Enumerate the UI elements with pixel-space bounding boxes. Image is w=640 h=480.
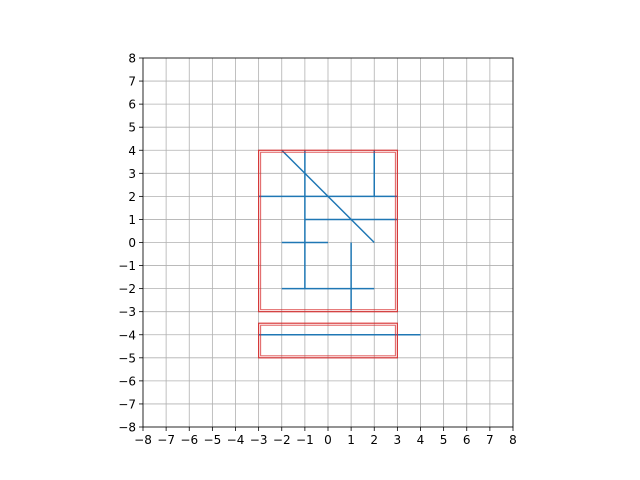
x-tick-label: 3 (394, 433, 402, 447)
rectangle-1-inner (260, 151, 396, 311)
y-tick-label: 4 (128, 144, 136, 158)
x-tick-label: −1 (296, 433, 314, 447)
x-tick-label: −8 (134, 433, 152, 447)
data-segments (258, 149, 421, 336)
x-tick-label: 5 (440, 433, 448, 447)
x-tick-label: −2 (273, 433, 291, 447)
x-tick-label: 7 (486, 433, 494, 447)
y-tick-label: 7 (128, 75, 136, 89)
y-tick-label: 1 (128, 213, 136, 227)
y-tick-label: −4 (118, 328, 136, 342)
y-tick-label: 5 (128, 121, 136, 135)
y-tick-label: −5 (118, 351, 136, 365)
rectangle-1 (258, 149, 398, 313)
y-tick-label: −1 (118, 259, 136, 273)
x-tick-label: −3 (250, 433, 268, 447)
x-tick-label: 1 (347, 433, 355, 447)
x-tick-label: −4 (227, 433, 245, 447)
y-axis-ticks: −8 −7 −6 −5 −4 −3 −2 −1 0 1 2 3 4 5 6 7 8 (118, 52, 143, 435)
x-tick-label: −7 (157, 433, 175, 447)
y-tick-label: 6 (128, 98, 136, 112)
y-tick-label: 8 (128, 52, 136, 66)
y-tick-label: −2 (118, 282, 136, 296)
y-tick-label: 3 (128, 167, 136, 181)
red-rectangles (258, 149, 398, 359)
x-tick-label: 2 (370, 433, 378, 447)
x-tick-label: 8 (509, 433, 517, 447)
y-tick-label: −7 (118, 397, 136, 411)
rectangle-2-inner (260, 324, 396, 357)
x-tick-label: 4 (417, 433, 425, 447)
y-tick-label: 0 (128, 236, 136, 250)
x-tick-label: 0 (324, 433, 332, 447)
x-axis-ticks: −8 −7 −6 −5 −4 −3 −2 −1 0 1 2 3 4 5 6 7 8 (134, 427, 517, 447)
y-tick-label: −3 (118, 305, 136, 319)
x-tick-label: −5 (204, 433, 222, 447)
rectangle-2 (258, 322, 398, 359)
x-tick-label: −6 (180, 433, 198, 447)
y-tick-label: 2 (128, 190, 136, 204)
y-tick-label: −8 (118, 421, 136, 435)
x-tick-label: 6 (463, 433, 471, 447)
y-tick-label: −6 (118, 374, 136, 388)
